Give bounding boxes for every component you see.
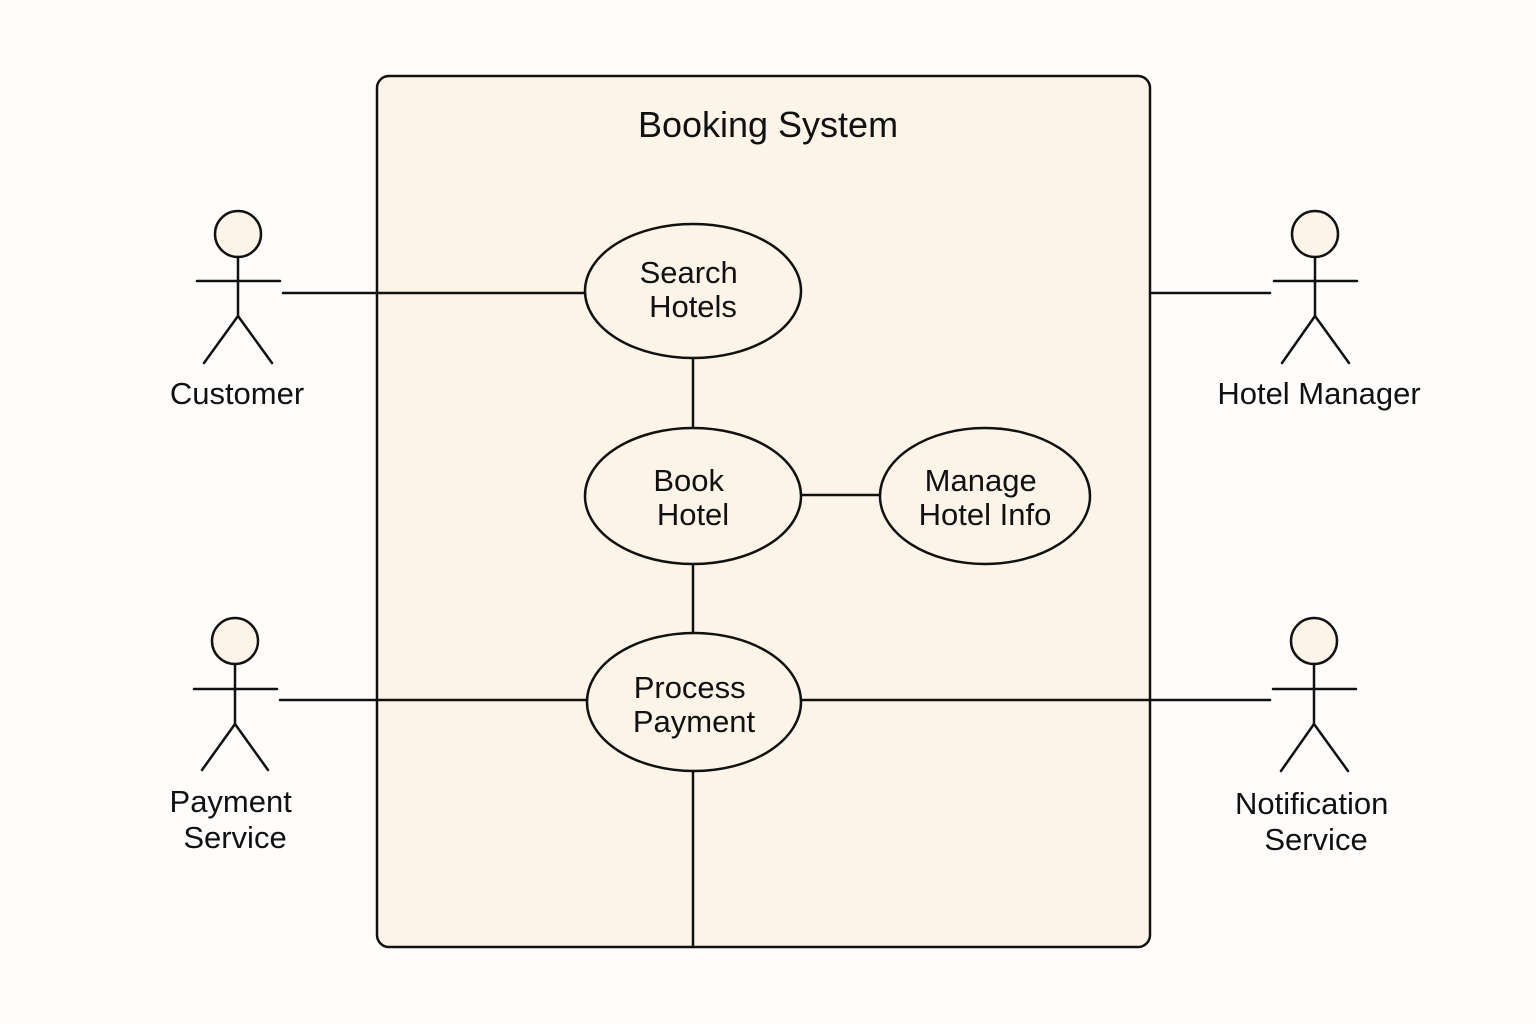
actor-payment-service: Payment Service: [170, 616, 301, 855]
actor-label-line: Hotel Manager: [1217, 376, 1420, 411]
use-case-label-line: Hotel Info: [919, 497, 1052, 532]
use-case-label-line: Book: [653, 463, 724, 498]
use-case-manage-hotel-info: Manage Hotel Info: [878, 426, 1092, 566]
actor-label-line: Service: [1264, 822, 1367, 857]
use-case-label-line: Hotels: [649, 289, 737, 324]
use-case-label-line: Manage: [925, 463, 1037, 498]
svg-text:Book Hotel: Book Hotel: [653, 463, 732, 532]
svg-text:Payment Service: Payment Service: [170, 784, 301, 855]
use-case-process-payment: Process Payment: [585, 631, 803, 773]
svg-text:Search Hotels: Search Hotels: [640, 255, 747, 324]
actor-label-line: Customer: [170, 376, 304, 411]
associations: [278, 291, 1272, 949]
stick-figure-icon: [192, 616, 279, 772]
svg-text:Customer: Customer: [170, 376, 304, 411]
stick-figure-icon: [1271, 616, 1358, 773]
svg-text:Manage Hotel Info: Manage Hotel Info: [919, 463, 1052, 532]
system-title: Booking System: [638, 104, 898, 145]
actor-label-line: Notification: [1235, 786, 1388, 821]
use-case-book-hotel: Book Hotel: [583, 426, 803, 566]
use-case-label-line: Process: [634, 670, 746, 705]
actor-label-line: Service: [183, 820, 286, 855]
svg-text:Hotel Manager: Hotel Manager: [1217, 376, 1420, 411]
stick-figure-icon: [195, 209, 282, 365]
use-case-label-line: Hotel: [657, 497, 729, 532]
actor-hotel-manager: Hotel Manager: [1217, 209, 1421, 411]
use-case-label-line: Search: [640, 255, 738, 290]
stick-figure-icon: [1272, 209, 1359, 365]
svg-text:Process Payment: Process Payment: [633, 670, 756, 739]
use-case-search-hotels: Search Hotels: [583, 222, 803, 360]
svg-text:Notification Service: Notification Service: [1235, 786, 1397, 857]
actor-label-line: Payment: [170, 784, 293, 819]
actor-customer: Customer: [170, 209, 304, 411]
actor-notification-service: Notification Service: [1235, 616, 1397, 857]
use-case-label-line: Payment: [633, 704, 756, 739]
